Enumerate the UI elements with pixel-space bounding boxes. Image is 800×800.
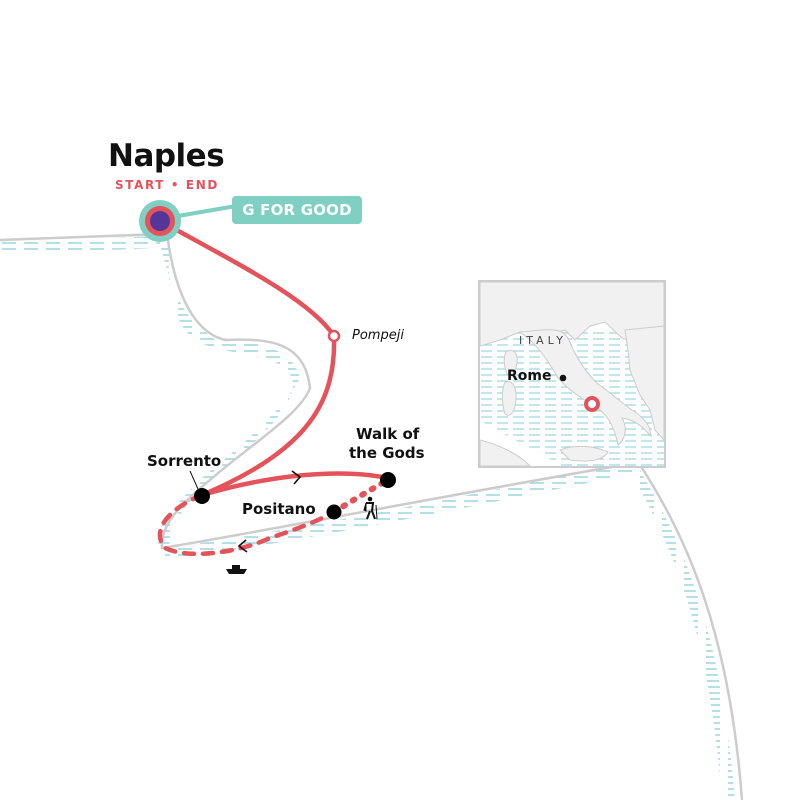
sorrento-leader-line <box>189 470 199 490</box>
walk-of-gods-label-line2: the Gods <box>349 444 425 462</box>
naples-start-end-marker[interactable] <box>139 200 181 242</box>
inset-country-label: ITALY <box>519 334 568 347</box>
arrow-right-icon <box>291 470 302 485</box>
badge-connector <box>177 204 237 218</box>
g-for-good-badge[interactable]: G FOR GOOD <box>232 196 362 224</box>
walk-of-gods-marker[interactable] <box>380 472 396 488</box>
pompeji-marker[interactable] <box>327 329 341 343</box>
hiker-icon <box>363 496 378 520</box>
sorrento-label: Sorrento <box>147 452 222 470</box>
pompeji-label: Pompeji <box>352 328 404 343</box>
walk-of-gods-label-line1: Walk of <box>356 425 420 443</box>
inset-map-italy <box>478 280 666 468</box>
boat-icon <box>226 565 247 574</box>
positano-marker[interactable] <box>326 504 342 520</box>
rome-label: Rome <box>507 368 552 384</box>
arrow-left-icon <box>237 539 248 553</box>
naples-location-marker <box>584 396 600 412</box>
start-end-label: START • END <box>115 178 219 192</box>
rome-dot <box>559 374 567 382</box>
page-title: Naples <box>108 138 225 174</box>
positano-label: Positano <box>242 500 316 518</box>
sorrento-marker[interactable] <box>194 488 210 504</box>
